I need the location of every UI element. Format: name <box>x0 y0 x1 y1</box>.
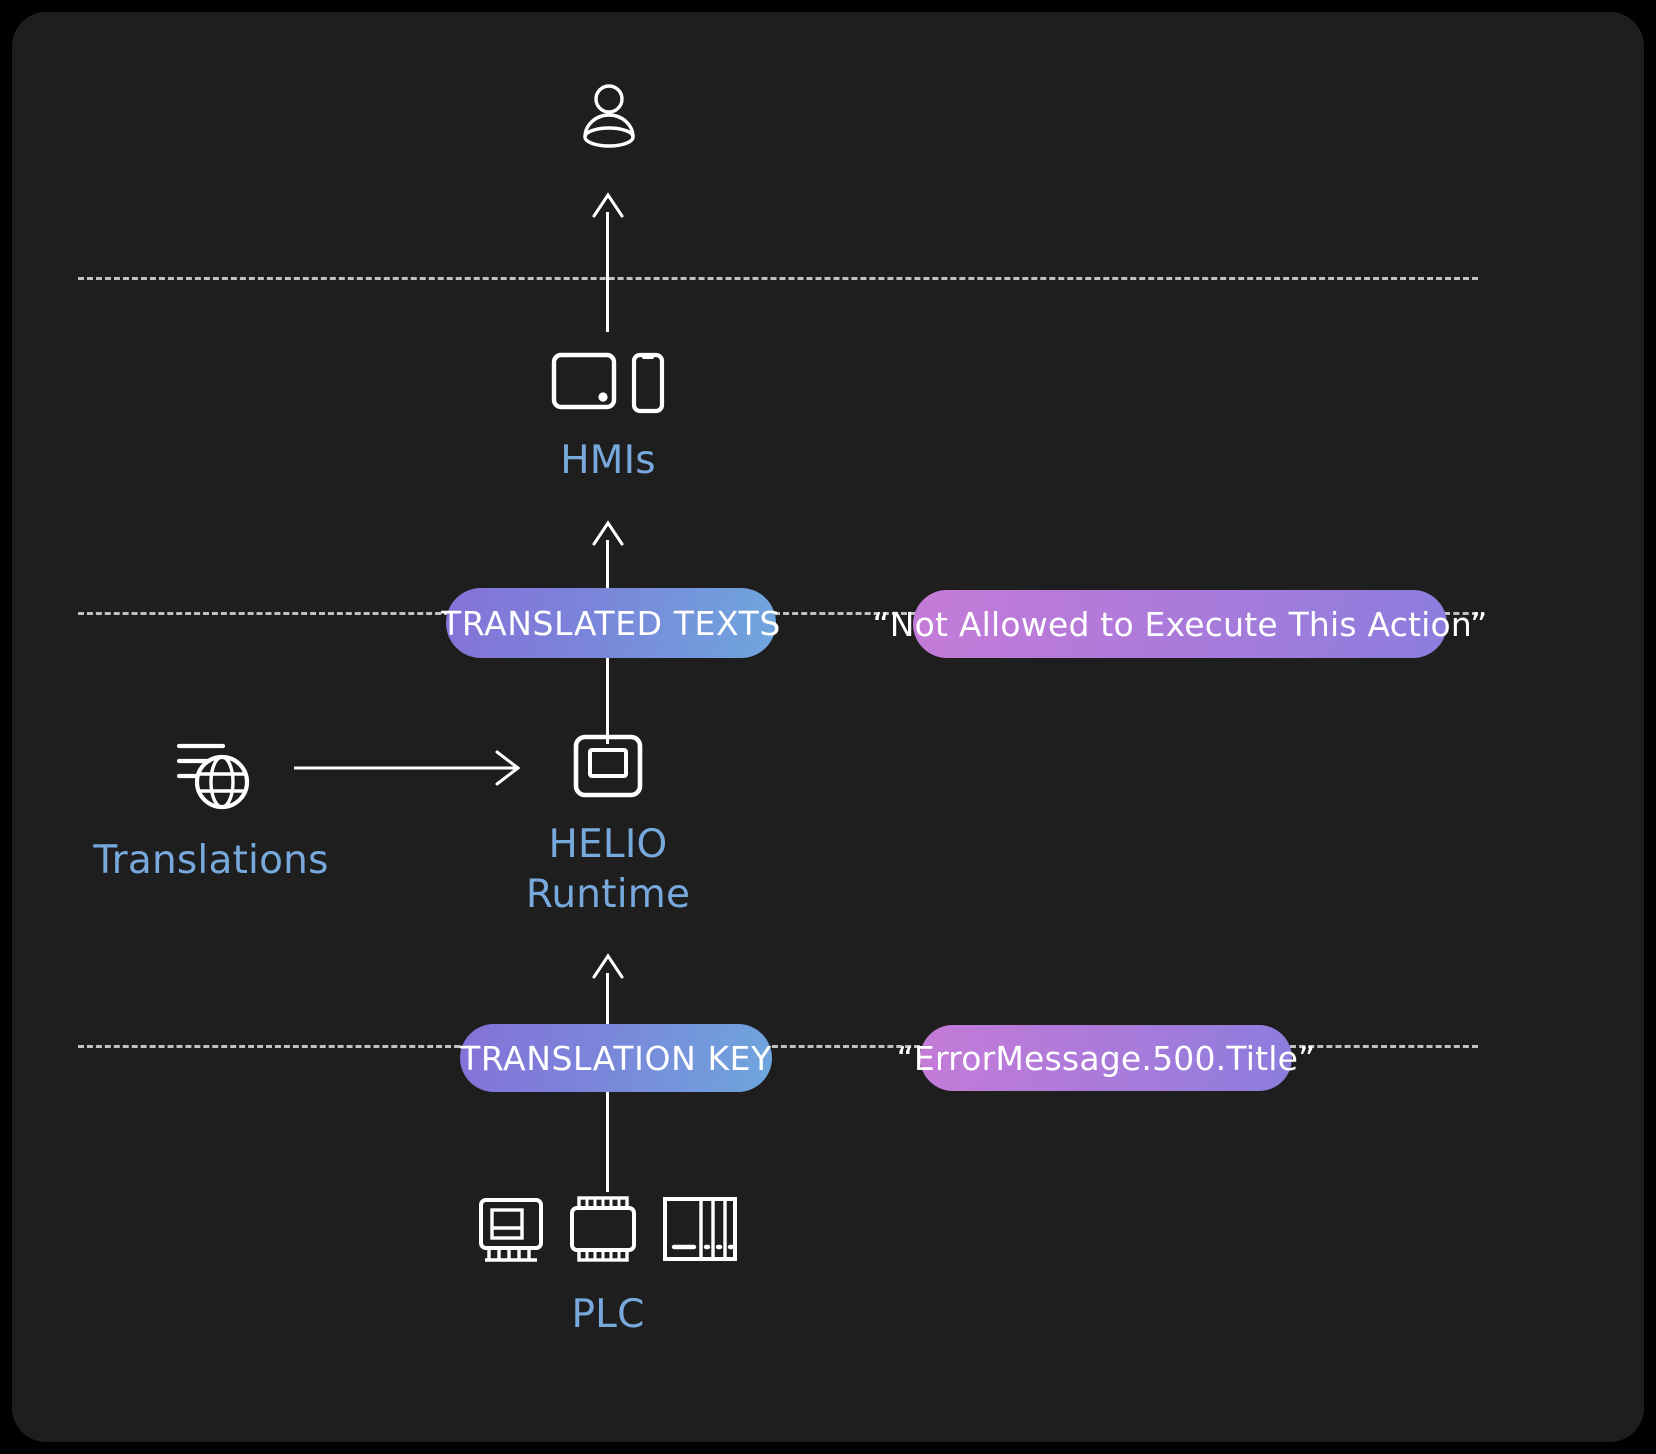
pill-translated-value[interactable]: “Not Allowed to Execute This Action” <box>872 590 1487 658</box>
plc-io-module-icon <box>479 1198 543 1262</box>
lane-translated-left <box>78 612 450 615</box>
lane-translated-right <box>1444 612 1478 615</box>
connector-hmis-to-user <box>606 212 609 332</box>
hmis-label: HMIs <box>560 438 656 483</box>
arrowhead-key-to-helio <box>591 953 625 979</box>
pill-translation-key-value-label: “ErrorMessage.500.Title” <box>896 1038 1316 1078</box>
helio-label: HELIO Runtime <box>525 822 691 917</box>
connector-translated-to-hmis <box>606 540 609 622</box>
pill-translated-texts[interactable]: TRANSLATED TEXTS <box>441 588 780 658</box>
plc-glyph <box>477 1190 739 1268</box>
connector-plc-to-key <box>606 1092 609 1192</box>
phone-icon <box>631 352 665 414</box>
arrow-translations-to-helio <box>294 747 522 789</box>
plc-cpu-module-icon <box>570 1196 636 1262</box>
arrowhead-hmis-to-user <box>591 192 625 218</box>
lane-key-middle <box>772 1045 920 1048</box>
diagram-canvas: HMIs Translations <box>12 12 1644 1442</box>
pill-translated-texts-label: TRANSLATED TEXTS <box>441 603 781 643</box>
pill-translated-value-label: “Not Allowed to Execute This Action” <box>872 604 1488 644</box>
node-helio: HELIO Runtime <box>458 734 758 920</box>
lane-user-boundary <box>78 277 1478 280</box>
node-plc: PLC <box>458 1190 758 1340</box>
monitor-icon <box>551 352 617 410</box>
lane-key-left <box>78 1045 460 1048</box>
node-hmis: HMIs <box>458 352 758 486</box>
plc-rack-icon <box>663 1197 737 1261</box>
helio-runtime-icon <box>573 734 643 798</box>
plc-label: PLC <box>571 1292 645 1337</box>
hmis-glyph <box>551 352 665 414</box>
translations-label: Translations <box>93 838 329 883</box>
lane-translated-middle <box>774 612 916 615</box>
pill-translation-key[interactable]: TRANSLATION KEY <box>460 1024 772 1092</box>
user-icon <box>583 84 635 148</box>
pill-translation-key-label: TRANSLATION KEY <box>460 1038 772 1078</box>
lane-key-right <box>1290 1045 1478 1048</box>
connector-key-to-helio <box>606 973 609 1063</box>
globe-translations-icon <box>176 743 250 810</box>
connector-helio-to-translated <box>606 648 609 744</box>
arrowhead-translated-to-hmis <box>591 520 625 546</box>
user-node <box>577 80 641 152</box>
pill-translation-key-value[interactable]: “ErrorMessage.500.Title” <box>897 1025 1315 1091</box>
translations-glyph <box>165 734 257 814</box>
helio-glyph <box>573 734 643 798</box>
node-translations: Translations <box>61 734 361 886</box>
